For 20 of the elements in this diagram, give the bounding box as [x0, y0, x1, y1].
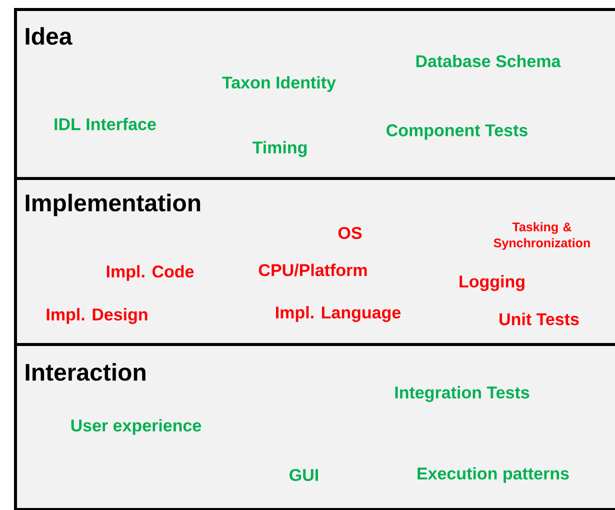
term-label: Logging [460, 275, 524, 291]
term-label: IDL Interface [54, 118, 156, 130]
term-label: Unit Tests [500, 312, 579, 326]
term-label: Database Schema [416, 54, 561, 68]
term-label: Impl. Code [106, 265, 194, 281]
term-label: CPU/Platform [258, 264, 367, 276]
term-label: Tasking & Synchronization [494, 222, 590, 250]
term-label: Component Tests [386, 124, 528, 140]
term-label: OS [338, 226, 362, 240]
term-label: User experience [71, 419, 202, 435]
term-label: Integration Tests [395, 386, 530, 402]
band-heading: Idea [26, 27, 72, 45]
term-label: GUI [290, 468, 318, 482]
term-label: Taxon Identity [222, 76, 336, 92]
term-label: Execution patterns [418, 467, 569, 483]
band-heading: Interaction [26, 363, 146, 381]
term-label: Impl. Language [276, 306, 401, 322]
term-label: Timing [252, 141, 307, 157]
band-heading: Implementation [26, 194, 200, 216]
term-label: Impl. Design [46, 308, 148, 324]
